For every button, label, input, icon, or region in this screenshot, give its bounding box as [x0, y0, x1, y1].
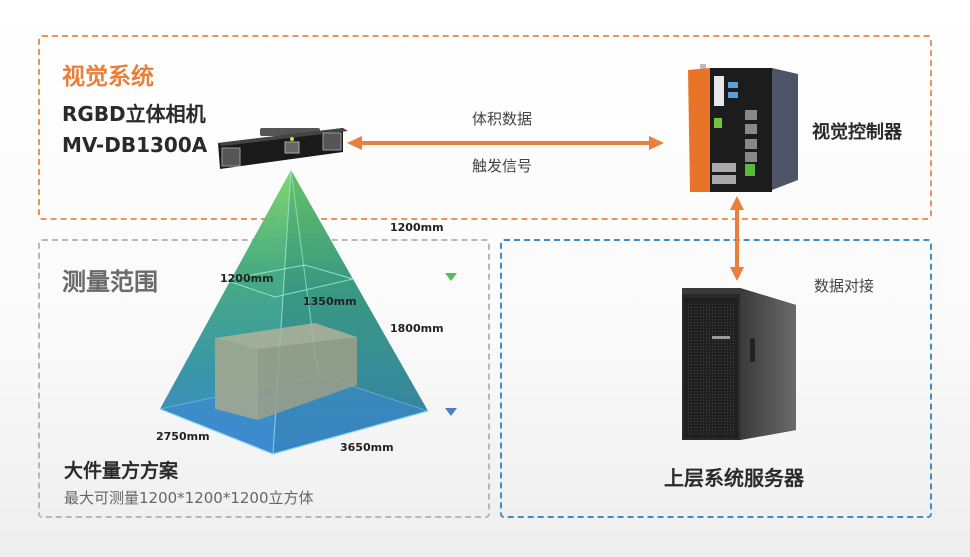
server-group	[500, 239, 932, 518]
far-distance-label: 1800mm	[390, 322, 444, 335]
vision-system-title: 视觉系统	[62, 64, 154, 90]
rgbd-camera-image	[218, 128, 348, 169]
controller-server-link-arrow	[730, 196, 744, 281]
server-label: 上层系统服务器	[664, 466, 804, 490]
vision-system-group	[38, 35, 932, 220]
camera-model: MV-DB1300A	[62, 133, 208, 157]
mid-plane	[223, 264, 355, 298]
camera-name-line1: RGBD立体相机	[62, 102, 206, 126]
measurement-range-title: 测量范围	[62, 268, 158, 296]
server-tower-image	[682, 288, 796, 440]
base-depth-label: 3650mm	[340, 441, 394, 454]
cube-front	[215, 338, 258, 420]
scheme-title: 大件量方方案	[64, 460, 179, 482]
trigger-signal-label: 触发信号	[472, 157, 533, 175]
mid-width-label: 1200mm	[220, 272, 274, 285]
vision-controller-label: 视觉控制器	[812, 122, 902, 143]
near-distance-arrow	[445, 168, 457, 281]
measurement-pyramid	[159, 169, 429, 455]
cube-side	[258, 337, 357, 420]
near-distance-label: 1200mm	[390, 221, 444, 234]
data-link-label: 数据对接	[814, 277, 875, 295]
far-distance-arrow	[445, 285, 457, 416]
camera-name: RGBD立体相机 MV-DB1300A	[62, 99, 207, 161]
camera-controller-link-arrow	[347, 136, 664, 150]
cube-top	[215, 323, 357, 349]
mid-depth-label: 1350mm	[303, 295, 357, 308]
base-width-label: 2750mm	[156, 430, 210, 443]
scheme-description: 最大可测量1200*1200*1200立方体	[64, 489, 314, 507]
volume-data-label: 体积数据	[472, 110, 533, 128]
vision-controller-image	[688, 64, 798, 192]
